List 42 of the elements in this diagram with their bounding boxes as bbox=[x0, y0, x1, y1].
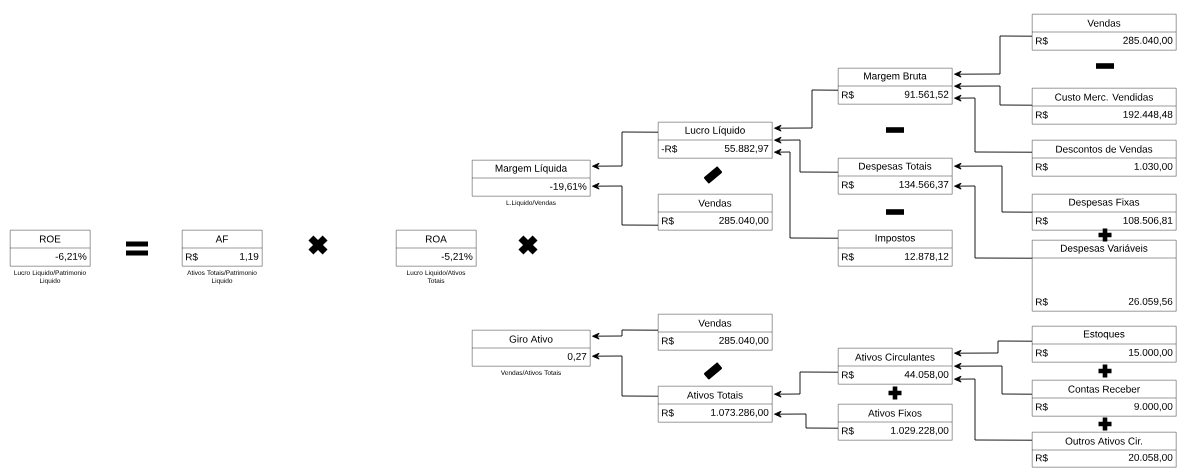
arrow bbox=[954, 362, 1033, 395]
arrow bbox=[592, 182, 659, 226]
value-box: Lucro Líquido -R$ 55.882,97 bbox=[657, 122, 773, 159]
arrow bbox=[954, 375, 1033, 441]
arrow bbox=[774, 148, 839, 239]
value-box: Ativos Totais R$ 1.073.286,00 bbox=[657, 386, 773, 423]
value-box: ROA -5,21% bbox=[395, 230, 477, 267]
value-box: ROE -6,21% bbox=[9, 230, 91, 267]
value-box: Ativos Circulantes R$ 44.058,00 bbox=[837, 348, 953, 385]
arrow bbox=[592, 329, 659, 340]
value-box: Outros Ativos Cir. R$ 20.058,00 bbox=[1031, 432, 1177, 468]
value-box: Margem Líquida -19,61% bbox=[471, 160, 591, 197]
value-box: Ativos Fixos R$ 1.029.228,00 bbox=[837, 404, 953, 441]
arrow bbox=[592, 131, 659, 170]
value-box: Vendas R$ 285.040,00 bbox=[657, 194, 773, 231]
arrow bbox=[954, 182, 1033, 259]
value-box: Vendas R$ 285.040,00 bbox=[1031, 14, 1177, 51]
value-box: Impostos R$ 12.878,12 bbox=[837, 230, 953, 267]
value-box: Despesas Fixas R$ 108.506,81 bbox=[1031, 194, 1177, 231]
arrow bbox=[954, 82, 1033, 106]
value-box: Contas Receber R$ 9.000,00 bbox=[1031, 380, 1177, 417]
node-label: 1,19 bbox=[240, 252, 259, 262]
value-box: Custo Merc. Vendidas R$ 192.448,48 bbox=[1031, 88, 1177, 125]
arrow bbox=[954, 162, 1033, 213]
arrow bbox=[774, 89, 839, 132]
node-label: AF bbox=[215, 235, 228, 243]
value-box: Giro Ativo 0,27 bbox=[471, 330, 591, 367]
arrow bbox=[774, 371, 839, 398]
arrow bbox=[954, 35, 1033, 78]
arrow bbox=[954, 94, 1033, 153]
value-box: Estoques R$ 15.000,00 bbox=[1031, 326, 1177, 363]
arrow bbox=[592, 352, 659, 397]
arrow bbox=[954, 340, 1033, 357]
value-box: Descontos de Vendas R$ 1.030,00 bbox=[1031, 140, 1177, 177]
arrow bbox=[774, 136, 839, 173]
value-box: Vendas R$ 285.040,00 bbox=[657, 314, 773, 351]
arrow bbox=[774, 410, 839, 429]
value-box: Margem Bruta R$ 91.561,52 bbox=[837, 68, 953, 105]
value-box: AF R$ 1,19 bbox=[181, 230, 263, 267]
node-label: R$ bbox=[186, 252, 198, 262]
value-box: Despesas Variáveis R$ 26.059,56 bbox=[1031, 240, 1177, 312]
value-box: Despesas Totais R$ 134.566,37 bbox=[837, 158, 953, 195]
